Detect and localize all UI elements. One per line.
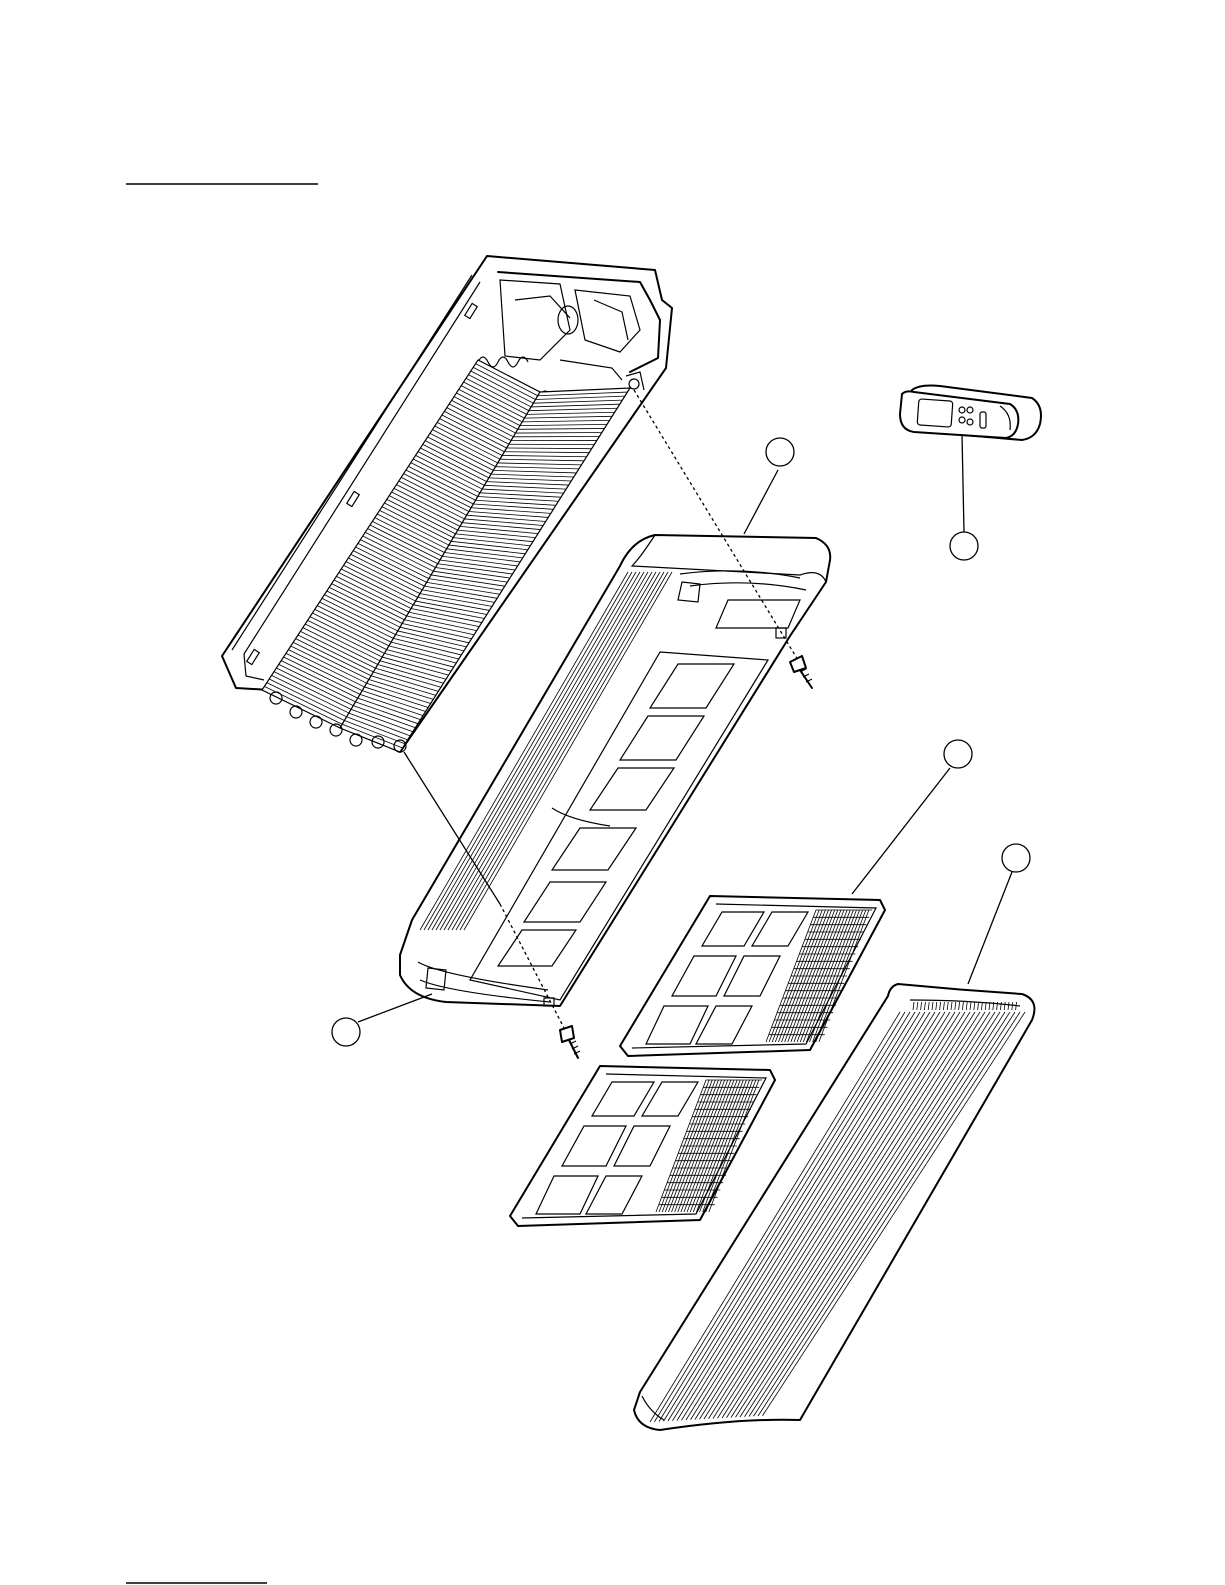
screw-upper <box>790 656 812 688</box>
callout-front-grille <box>1002 844 1030 872</box>
air-filter-upper <box>620 896 885 1056</box>
callout-air-filter <box>944 740 972 768</box>
remote-leader-line <box>962 434 964 532</box>
callout-remote-controller <box>950 532 978 560</box>
callout-frame-corner <box>332 1018 360 1046</box>
callout-front-panel <box>766 438 794 466</box>
screw-lower <box>560 1026 580 1058</box>
air-filter-lower <box>510 1066 775 1226</box>
remote-controller <box>900 386 1041 533</box>
